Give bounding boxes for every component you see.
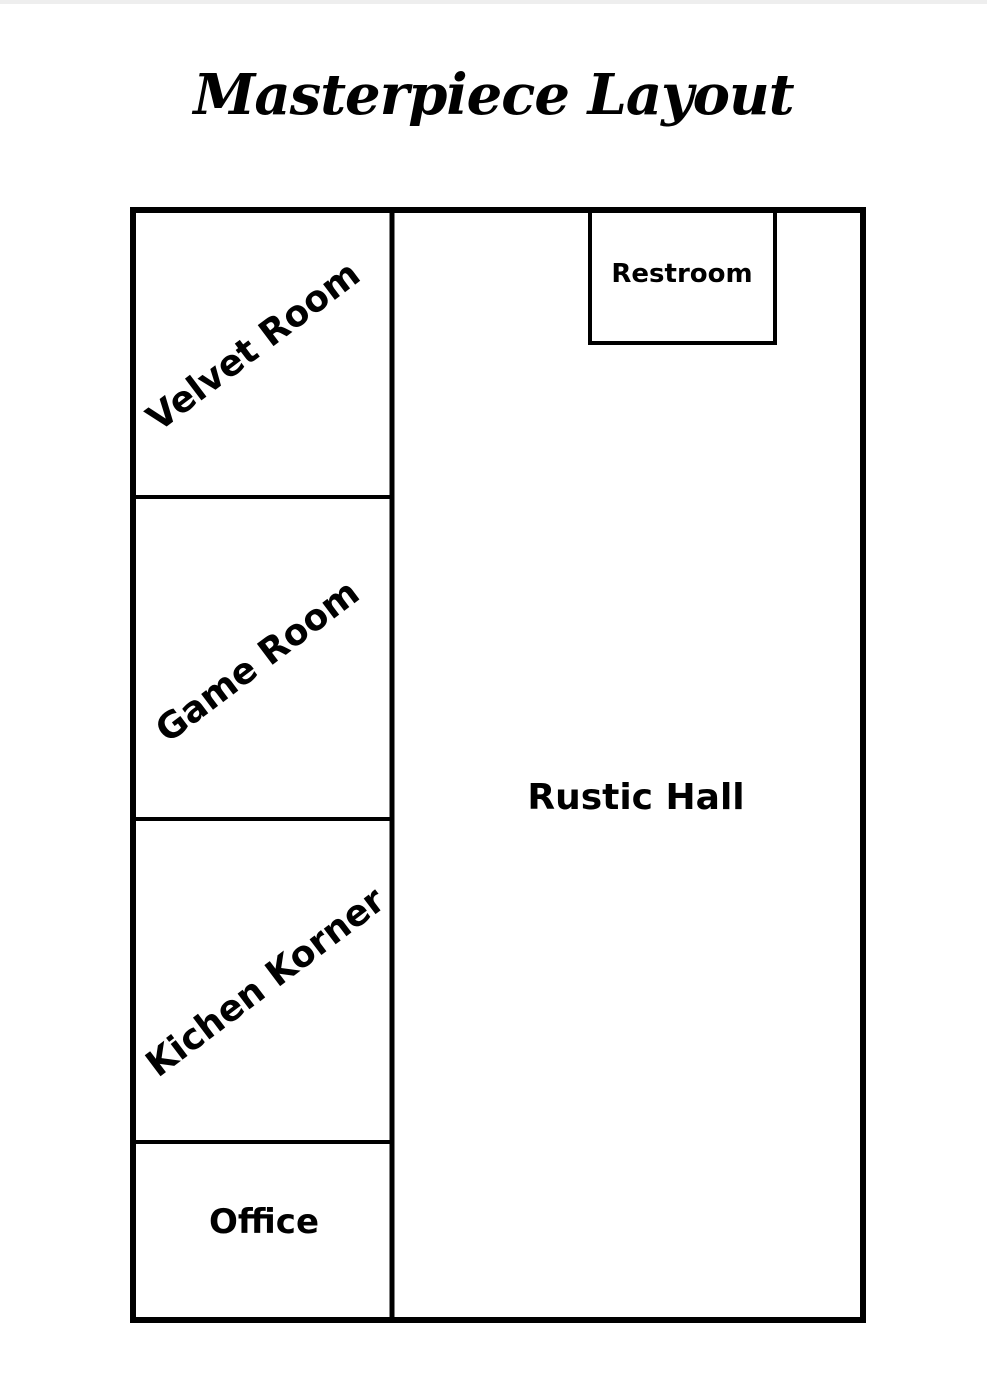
restroom-walls <box>588 213 777 345</box>
restroom-label: Restroom <box>611 259 753 289</box>
top-border-strip <box>0 0 987 4</box>
outer-wall <box>130 207 866 1323</box>
rustic-hall-label: Rustic Hall <box>527 777 745 818</box>
page-title: Masterpiece Layout <box>193 62 794 128</box>
office-label: Office <box>208 1202 320 1242</box>
